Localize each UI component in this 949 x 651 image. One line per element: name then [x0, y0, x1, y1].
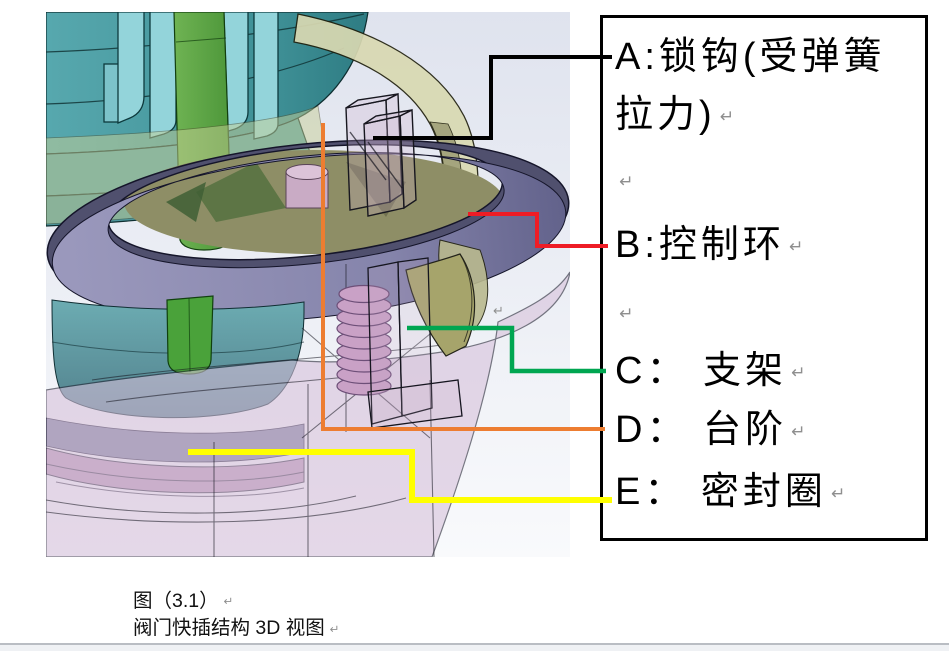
page-bottom-edge [0, 645, 949, 651]
label-a-line2: 拉力)↵ [615, 94, 734, 136]
return-mark: ↵ [830, 483, 846, 503]
return-mark: ↵ [788, 236, 804, 256]
label-d: D： 台阶↵ [615, 409, 806, 451]
return-mark: ↵ [719, 106, 734, 126]
annotation-textbox[interactable]: A:锁钩(受弹簧 拉力)↵ ↵ B:控制环↵ ↵ C： 支架↵ D： 台阶↵ E… [600, 15, 928, 541]
return-mark: ↵ [223, 595, 234, 609]
label-a-line1: A:锁钩(受弹簧 [615, 36, 886, 78]
empty-line: ↵ [615, 155, 633, 205]
return-mark: ↵ [791, 362, 806, 382]
empty-line: ↵ [615, 287, 633, 337]
label-c: C： 支架↵ [615, 350, 806, 392]
model-lock-hook [345, 92, 417, 217]
label-e: E： 密封圈↵ [615, 471, 846, 513]
label-b: B:控制环↵ [615, 224, 804, 266]
figure-caption: 图（3.1）↵ 阀门快插结构 3D 视图↵ [133, 588, 340, 643]
page-bottom-border [0, 643, 949, 645]
return-mark: ↵ [619, 303, 634, 323]
return-mark: ↵ [329, 622, 340, 636]
caption-line2: 阀门快插结构 3D 视图↵ [133, 617, 340, 640]
return-mark: ↵ [791, 421, 806, 441]
return-mark: ↵ [619, 171, 634, 191]
valve-3d-figure[interactable] [46, 12, 570, 557]
caption-line1: 图（3.1）↵ [133, 590, 234, 612]
return-mark: ↵ [493, 303, 504, 318]
